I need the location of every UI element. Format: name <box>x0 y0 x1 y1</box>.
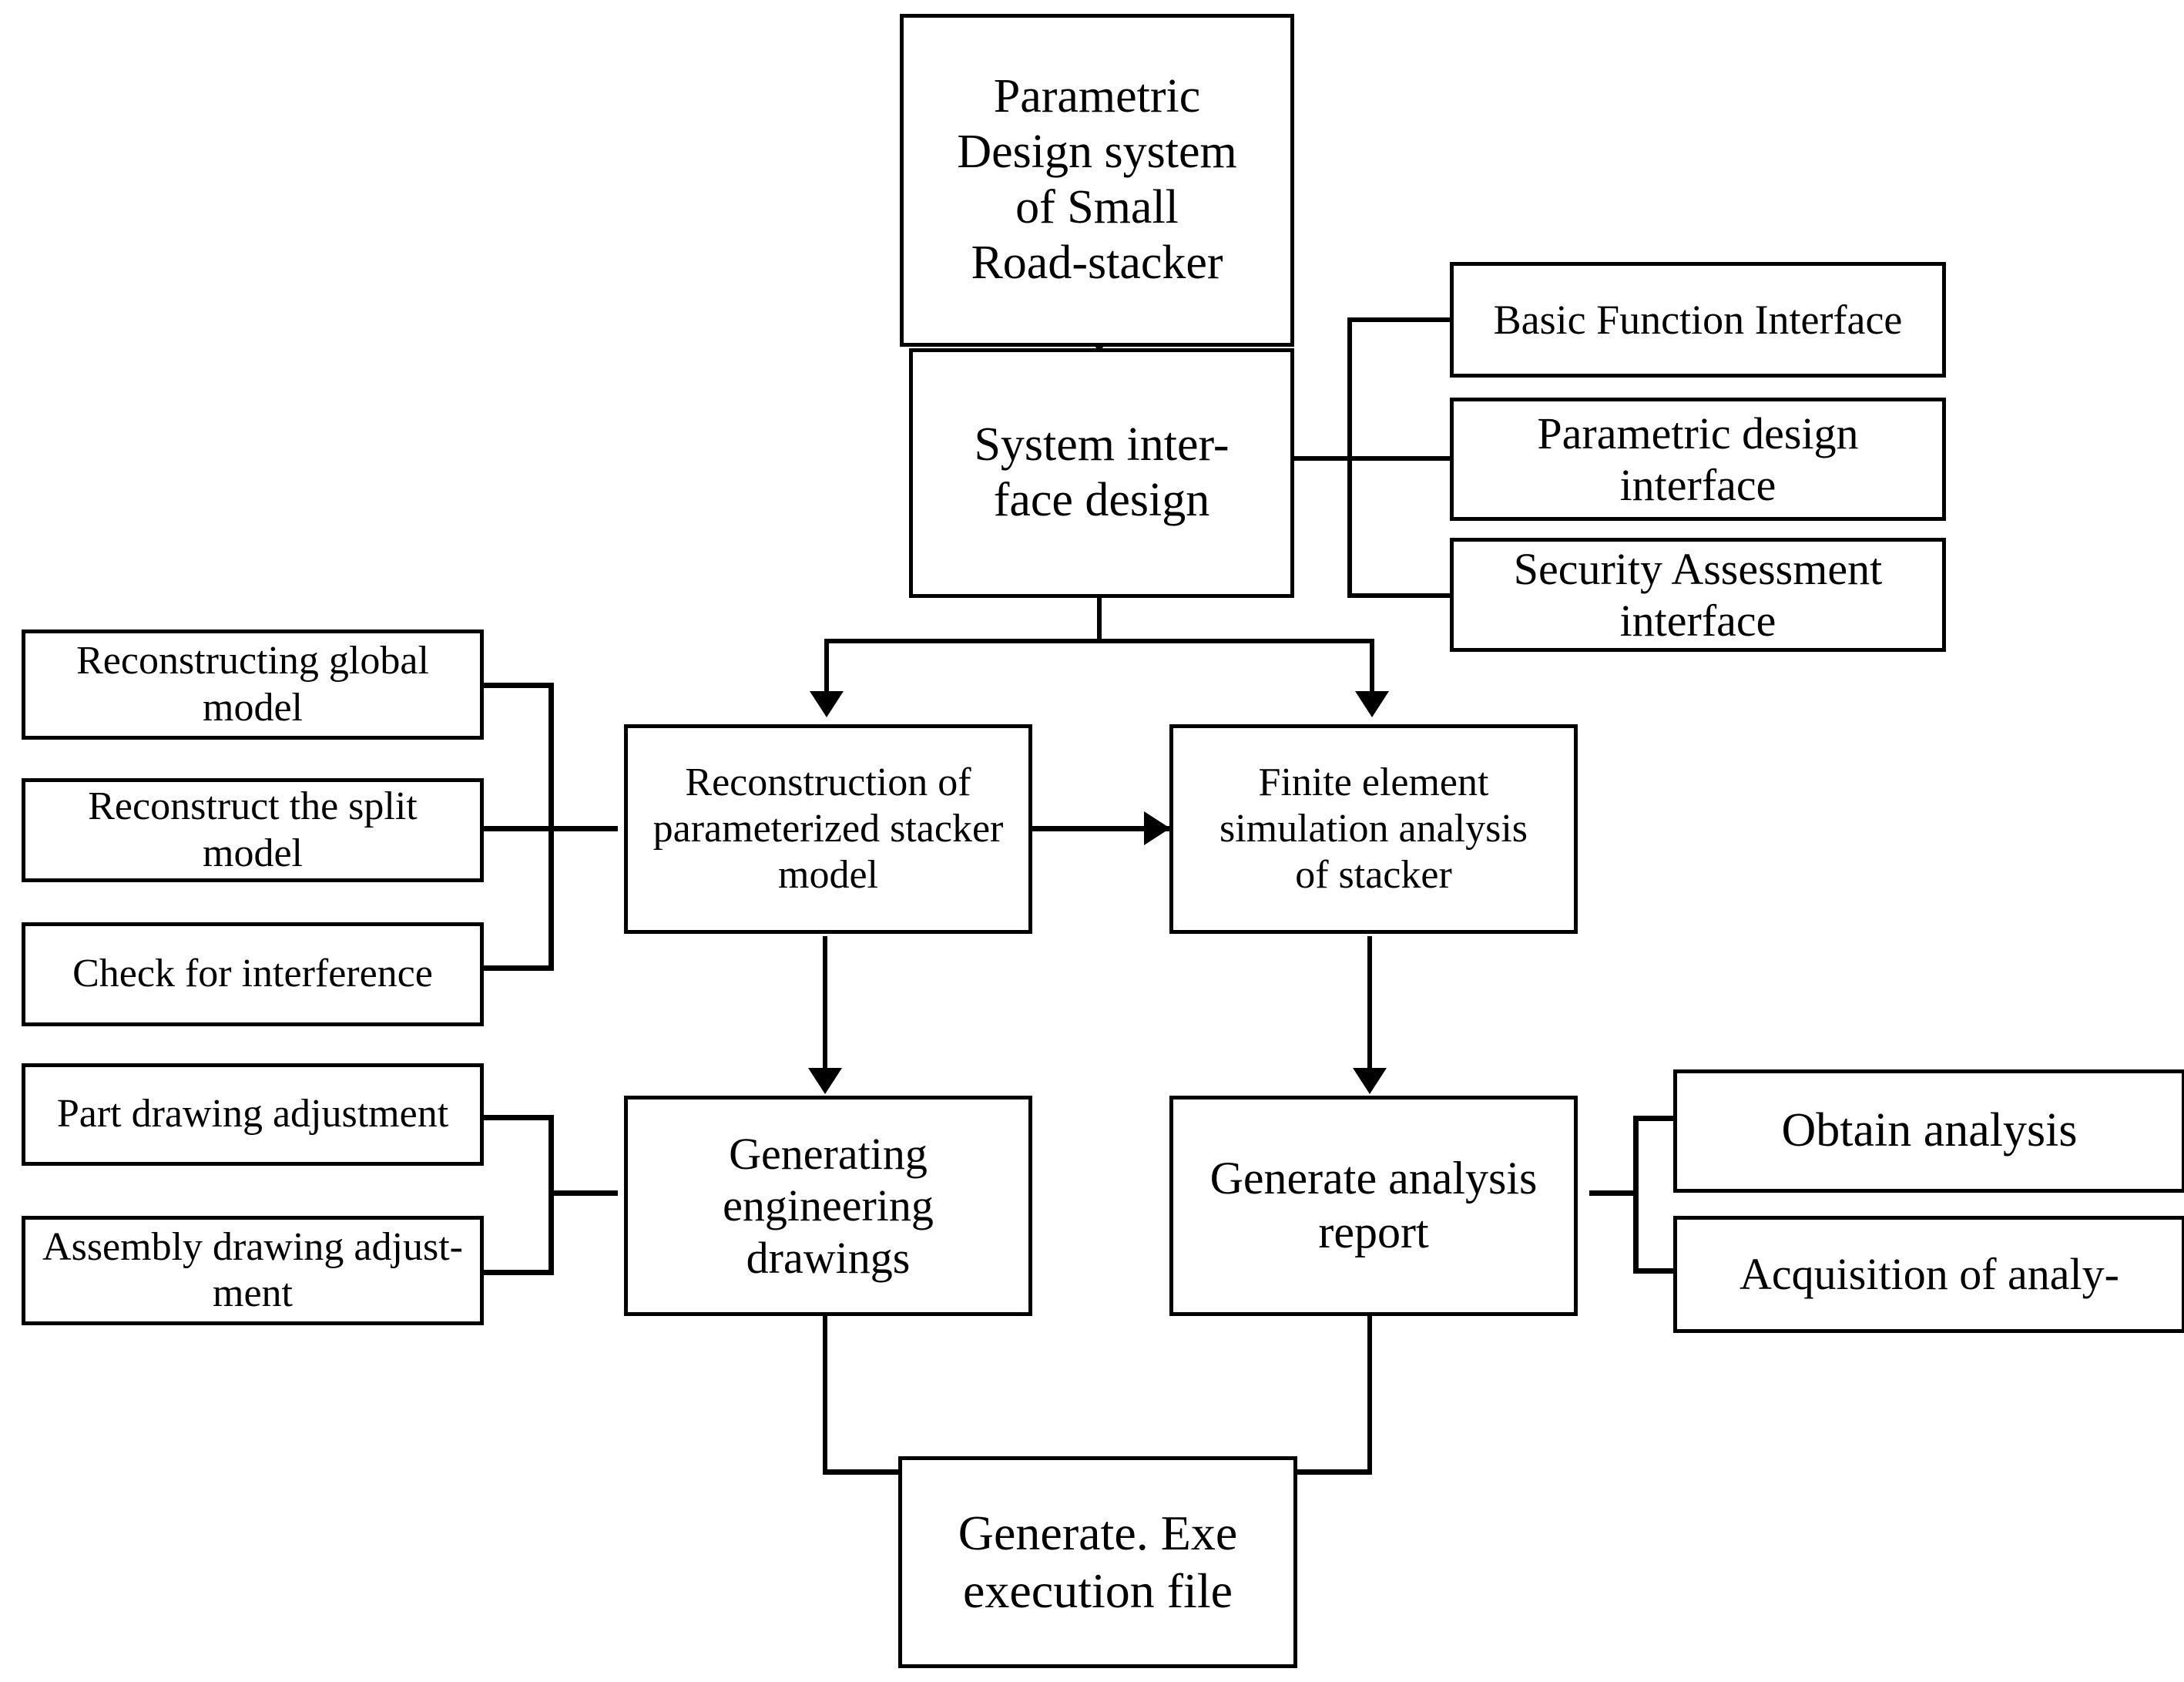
node-root[interactable]: Parametric Design system of Small Road-s… <box>900 14 1294 347</box>
edge-report-down-to-merge <box>1367 1314 1372 1474</box>
edge-assembly-drawing-stub <box>484 1270 553 1275</box>
edge-system-split-right-vertical <box>1370 639 1374 696</box>
node-parametric-design-interface[interactable]: Parametric design interface <box>1450 398 1946 521</box>
node-generate-exe-execution-file-label: Generate. Exe execution file <box>958 1506 1238 1618</box>
edge-system-down-stem <box>1097 597 1102 643</box>
node-check-for-interference[interactable]: Check for interference <box>22 922 484 1026</box>
node-reconstruct-split-model[interactable]: Reconstruct the split model <box>22 778 484 882</box>
edge-to-basic-function-interface <box>1347 317 1453 322</box>
node-basic-function-interface-label: Basic Function Interface <box>1493 296 1903 343</box>
edge-reconstructing-global-stub <box>484 683 553 688</box>
node-reconstructing-global-model-label: Reconstructing global model <box>76 639 429 730</box>
node-acquisition-of-analysis[interactable]: Acquisition of analy- <box>1673 1216 2184 1333</box>
edge-system-right-stub <box>1292 456 1352 461</box>
arrow-reconstruction-to-generating <box>808 1068 842 1094</box>
edge-reconstruction-down <box>823 936 827 1075</box>
edge-to-security-assessment-interface <box>1347 593 1453 598</box>
edge-to-acquisition-analysis <box>1633 1268 1676 1274</box>
edge-right-lower-spine <box>1633 1116 1639 1274</box>
node-generate-analysis-report-label: Generate analysis report <box>1209 1153 1538 1257</box>
node-system-interface-design[interactable]: System inter- face design <box>909 348 1294 598</box>
arrow-reconstruction-to-finite <box>1144 811 1170 845</box>
node-obtain-analysis-label: Obtain analysis <box>1781 1104 2078 1157</box>
edge-system-split-left-vertical <box>824 639 829 696</box>
node-basic-function-interface[interactable]: Basic Function Interface <box>1450 262 1946 378</box>
node-obtain-analysis[interactable]: Obtain analysis <box>1673 1069 2184 1193</box>
arrow-system-to-reconstruction <box>810 691 844 717</box>
node-finite-element-simulation-analysis[interactable]: Finite element simulation analysis of st… <box>1169 724 1578 934</box>
node-generate-exe-execution-file[interactable]: Generate. Exe execution file <box>898 1456 1297 1668</box>
edge-to-parametric-design-interface <box>1347 456 1453 461</box>
node-assembly-drawing-adjustment[interactable]: Assembly drawing adjust- ment <box>22 1216 484 1325</box>
node-part-drawing-adjustment[interactable]: Part drawing adjustment <box>22 1063 484 1166</box>
edge-finite-down <box>1367 936 1372 1075</box>
node-finite-element-simulation-analysis-label: Finite element simulation analysis of st… <box>1219 760 1528 898</box>
node-system-interface-design-label: System inter- face design <box>974 418 1230 526</box>
edge-reconstruction-to-finite <box>1031 826 1171 831</box>
node-reconstruction-parameterized-stacker-model[interactable]: Reconstruction of parameterized stacker … <box>624 724 1032 934</box>
arrow-finite-to-report <box>1353 1068 1387 1094</box>
edge-system-split-horizontal <box>824 639 1374 643</box>
node-generate-analysis-report[interactable]: Generate analysis report <box>1169 1096 1578 1316</box>
node-reconstruction-parameterized-stacker-model-label: Reconstruction of parameterized stacker … <box>653 760 1004 898</box>
node-reconstruct-split-model-label: Reconstruct the split model <box>88 784 418 875</box>
arrow-system-to-finite-element <box>1355 691 1389 717</box>
edge-check-interference-stub <box>484 965 553 971</box>
node-assembly-drawing-adjustment-label: Assembly drawing adjust- ment <box>42 1224 463 1315</box>
node-check-for-interference-label: Check for interference <box>72 952 433 996</box>
edge-part-drawing-stub <box>484 1115 553 1120</box>
node-acquisition-of-analysis-label: Acquisition of analy- <box>1739 1249 2119 1300</box>
node-generating-engineering-drawings[interactable]: Generating engineering drawings <box>624 1096 1032 1316</box>
node-part-drawing-adjustment-label: Part drawing adjustment <box>56 1092 449 1136</box>
edge-to-obtain-analysis <box>1633 1116 1676 1121</box>
edge-generating-down-to-merge <box>823 1314 827 1474</box>
node-parametric-design-interface-label: Parametric design interface <box>1537 408 1859 510</box>
node-root-label: Parametric Design system of Small Road-s… <box>957 70 1237 289</box>
edge-reconstruct-split-stub <box>484 826 553 831</box>
edge-left-upper-into-reconstruction <box>549 826 618 831</box>
node-security-assessment-interface-label: Security Assessment interface <box>1513 543 1883 646</box>
edge-report-right-stub <box>1589 1190 1638 1196</box>
edge-left-lower-into-generating <box>549 1190 618 1196</box>
node-security-assessment-interface[interactable]: Security Assessment interface <box>1450 538 1946 652</box>
node-generating-engineering-drawings-label: Generating engineering drawings <box>723 1129 934 1283</box>
node-reconstructing-global-model[interactable]: Reconstructing global model <box>22 629 484 740</box>
